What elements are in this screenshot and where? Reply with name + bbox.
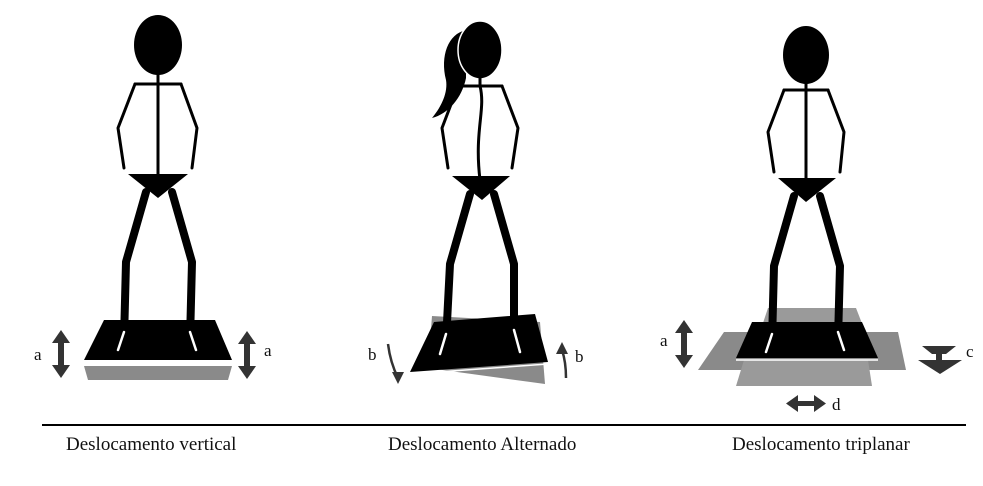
platform-ghost-front	[736, 360, 872, 386]
panel-vertical: a a	[34, 15, 272, 380]
stick-figure-male	[116, 15, 199, 352]
head	[783, 26, 829, 84]
curved-arrow-up	[556, 342, 568, 379]
label-b-right: b	[575, 347, 584, 366]
label-d: d	[832, 395, 841, 414]
label-c: c	[966, 342, 974, 361]
platform	[736, 322, 878, 358]
vertical-arrow	[675, 320, 693, 368]
panel-alternado: b b	[368, 20, 584, 384]
pelvis	[452, 176, 510, 200]
label-a-left: a	[34, 345, 42, 364]
caption-triplanar: Deslocamento triplanar	[732, 434, 910, 455]
vertical-arrow-left	[52, 330, 70, 378]
platform-shadow	[84, 366, 232, 380]
stick-figure-male	[764, 26, 846, 354]
label-a-right: a	[264, 341, 272, 360]
head	[134, 15, 182, 75]
label-b-left: b	[368, 345, 377, 364]
horizontal-arrow	[786, 395, 826, 412]
vertical-arrow-right	[238, 331, 256, 379]
rotation-arrow	[918, 346, 962, 374]
label-a: a	[660, 331, 668, 350]
panel-triplanar: a c d	[660, 26, 974, 414]
stick-figure-female	[432, 20, 522, 356]
platform	[410, 314, 548, 372]
caption-vertical: Deslocamento vertical	[66, 434, 236, 455]
caption-alternado: Deslocamento Alternado	[388, 434, 576, 455]
head	[457, 20, 503, 80]
pelvis	[778, 178, 836, 202]
platform	[84, 320, 232, 360]
curved-arrow-down	[386, 343, 404, 384]
pelvis	[128, 174, 188, 198]
